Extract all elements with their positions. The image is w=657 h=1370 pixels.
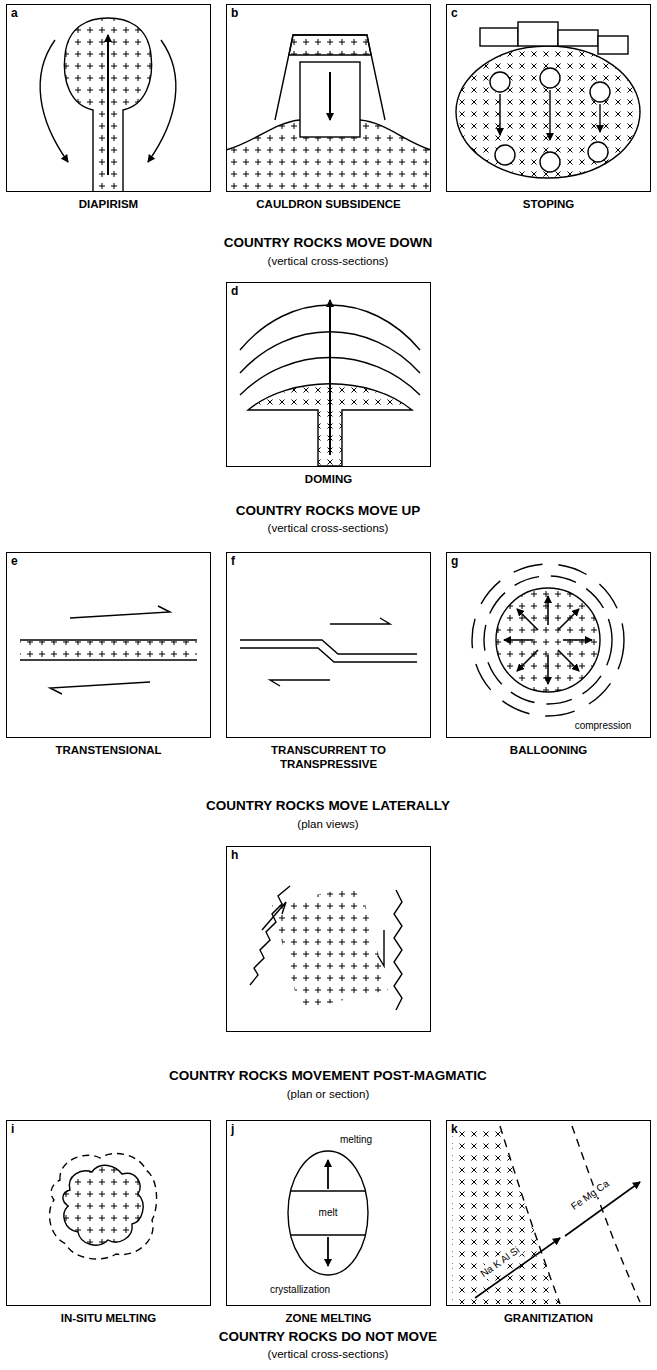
panel-letter: f bbox=[230, 554, 236, 568]
panel-box: dDOMING bbox=[226, 282, 431, 467]
panel-box: fTRANSCURRENT TO TRANSPRESSIVE bbox=[226, 552, 431, 738]
group-heading: COUNTRY ROCKS DO NOT MOVE bbox=[219, 1329, 437, 1345]
panel-letter: c bbox=[450, 6, 459, 20]
panel-box: eTRANSTENSIONAL bbox=[6, 552, 211, 738]
panel-letter: g bbox=[450, 554, 459, 568]
panel-letter: j bbox=[230, 1122, 235, 1136]
panel-letter: h bbox=[230, 848, 239, 862]
panel-caption: DOMING bbox=[229, 472, 429, 486]
panel-box: aDIAPIRISM bbox=[6, 4, 211, 192]
group-heading: COUNTRY ROCKS MOVEMENT POST-MAGMATIC bbox=[169, 1068, 487, 1084]
panel-box: bCAULDRON SUBSIDENCE bbox=[226, 4, 431, 192]
panel-letter: d bbox=[230, 284, 239, 298]
panel-label: compression bbox=[573, 720, 634, 732]
panel-caption: TRANSTENSIONAL bbox=[9, 743, 209, 757]
view-note: (plan or section) bbox=[287, 1088, 369, 1101]
panel-caption: STOPING bbox=[449, 197, 649, 211]
view-note: (plan views) bbox=[297, 818, 358, 831]
panel-label: crystallization bbox=[268, 1284, 332, 1296]
panel-letter: a bbox=[10, 6, 19, 20]
panel-box: cSTOPING bbox=[446, 4, 651, 192]
panel-letter: b bbox=[230, 6, 239, 20]
panel-letter: e bbox=[10, 554, 19, 568]
panel-label: Fe Mg Ca bbox=[567, 1177, 613, 1214]
group-heading: COUNTRY ROCKS MOVE LATERALLY bbox=[206, 798, 450, 814]
view-note: (vertical cross-sections) bbox=[268, 522, 389, 535]
panel-box: iIN-SITU MELTING bbox=[6, 1120, 211, 1306]
group-heading: COUNTRY ROCKS MOVE UP bbox=[236, 503, 421, 519]
panel-box: kGRANITIZATION bbox=[446, 1120, 651, 1306]
panel-letter: k bbox=[450, 1122, 459, 1136]
panel-caption: ZONE MELTING bbox=[229, 1311, 429, 1325]
group-heading: COUNTRY ROCKS MOVE DOWN bbox=[224, 235, 433, 251]
panel-label: melting bbox=[338, 1134, 374, 1146]
view-note: (vertical cross-sections) bbox=[268, 255, 389, 268]
panel-caption: DIAPIRISM bbox=[9, 197, 209, 211]
panel-caption: TRANSCURRENT TO TRANSPRESSIVE bbox=[259, 743, 399, 771]
panel-box: h bbox=[226, 846, 431, 1032]
panel-label: melt bbox=[317, 1207, 340, 1219]
panel-caption: GRANITIZATION bbox=[449, 1311, 649, 1325]
panel-caption: BALLOONING bbox=[449, 743, 649, 757]
view-note: (vertical cross-sections) bbox=[268, 1348, 389, 1361]
panel-caption: IN-SITU MELTING bbox=[9, 1311, 209, 1325]
panel-caption: CAULDRON SUBSIDENCE bbox=[229, 197, 429, 211]
panel-letter: i bbox=[10, 1122, 15, 1136]
panel-box: gBALLOONING bbox=[446, 552, 651, 738]
